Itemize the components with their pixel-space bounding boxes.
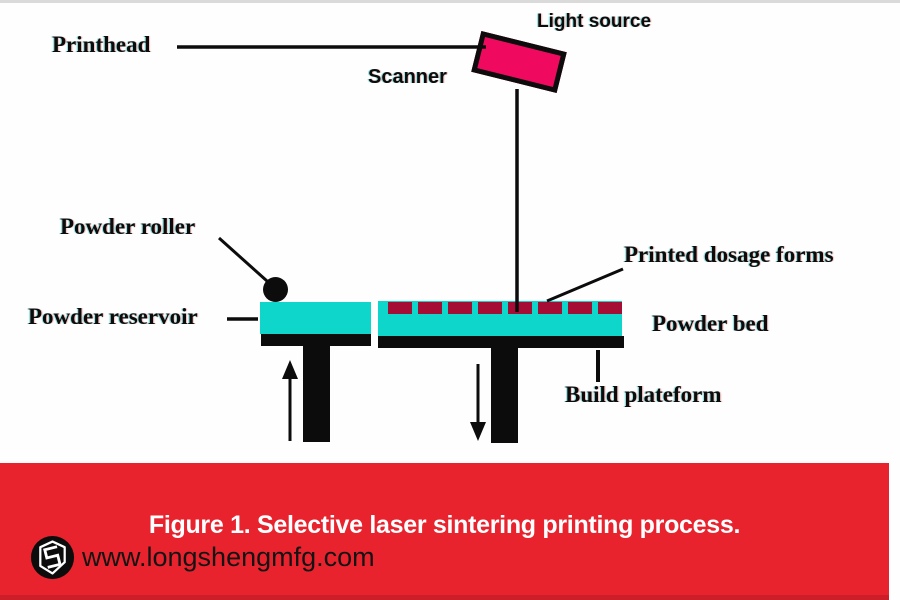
- dosage-form-square: [598, 302, 622, 314]
- build-piston-column: [491, 348, 518, 443]
- light-source-label: Light source: [537, 11, 652, 32]
- brand-row: www.longshengmfg.com: [30, 535, 375, 580]
- build-platform-bar: [378, 336, 624, 348]
- figure-caption: Figure 1. Selective laser sintering prin…: [148, 511, 741, 539]
- dosage-form-square: [538, 302, 562, 314]
- powder-roller-circle: [263, 277, 288, 302]
- powder-roller-label: Powder roller: [60, 214, 196, 239]
- website-url: www.longshengmfg.com: [82, 542, 375, 572]
- longsheng-logo-icon: [30, 535, 75, 580]
- powder-reservoir-label: Powder reservoir: [28, 304, 198, 329]
- dosage-form-square: [478, 302, 502, 314]
- caption-banner: Figure 1. Selective laser sintering prin…: [0, 463, 889, 600]
- dosage-form-square: [568, 302, 592, 314]
- top-border-line: [0, 0, 900, 3]
- dosage-form-square: [388, 302, 412, 314]
- build-platform-label: Build plateform: [565, 382, 722, 407]
- dosage-form-square: [508, 302, 532, 314]
- dosage-forms-connector-line: [546, 267, 624, 303]
- dosage-form-square: [448, 302, 472, 314]
- dosage-form-square: [418, 302, 442, 314]
- powder-roller-connector-line: [217, 236, 269, 283]
- reservoir-piston-column: [303, 346, 330, 442]
- reservoir-platform-bar: [261, 334, 371, 346]
- powder-reservoir-box: [260, 302, 371, 334]
- printhead-label: Printhead: [52, 32, 151, 57]
- light-source-box: [471, 30, 567, 94]
- scanner-label: Scanner: [368, 66, 447, 88]
- up-arrow-head-icon: [282, 360, 298, 379]
- down-arrow-head-icon: [470, 422, 486, 441]
- powder-bed-box: [378, 301, 622, 336]
- powder-bed-label: Powder bed: [652, 311, 769, 336]
- printed-dosage-forms-row: [388, 302, 622, 314]
- printed-dosage-forms-label: Printed dosage forms: [624, 242, 834, 267]
